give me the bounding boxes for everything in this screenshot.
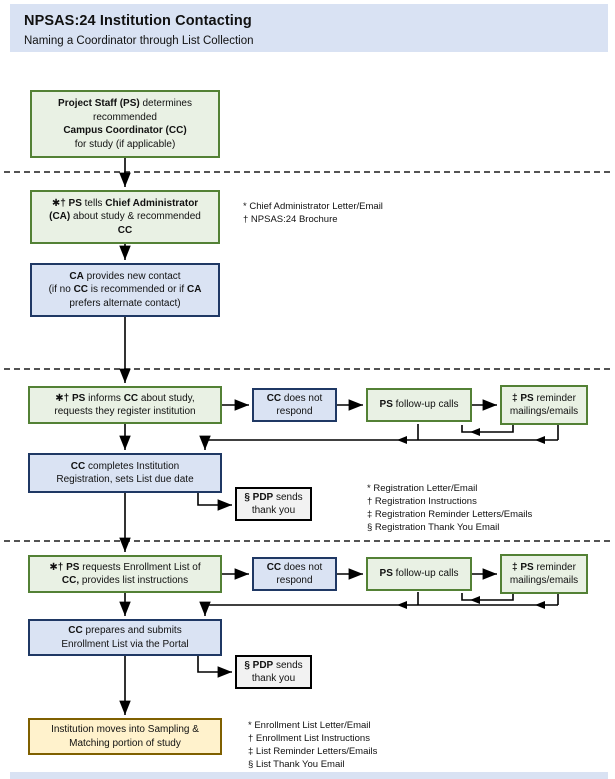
note-line: † Registration Instructions: [367, 496, 477, 507]
page-title: NPSAS:24 Institution Contacting: [24, 13, 252, 29]
phase-dividers: [4, 171, 611, 542]
footer-band: [10, 772, 608, 779]
note-line: * Chief Administrator Letter/Email: [243, 201, 383, 212]
note-line: † NPSAS:24 Brochure: [243, 214, 338, 225]
node-institution-sampling-matching: Institution moves into Sampling &Matchin…: [28, 718, 222, 755]
note-block-chief-admin: * Chief Administrator Letter/Email † NPS…: [243, 200, 383, 226]
note-line: ‡ Registration Reminder Letters/Emails: [367, 509, 533, 520]
node-ps-informs-cc-registration: ✱† PS informs CC about study,requests th…: [28, 386, 222, 424]
page-subtitle: Naming a Coordinator through List Collec…: [24, 35, 254, 47]
note-line: ‡ List Reminder Letters/Emails: [248, 746, 378, 757]
node-ps-tells-chief-administrator: ✱† PS tells Chief Administrator(CA) abou…: [30, 190, 220, 244]
node-ps-followup-calls-registration: PS follow-up calls: [366, 388, 472, 422]
feedback-arrowheads: [397, 428, 545, 609]
note-block-registration: * Registration Letter/Email † Registrati…: [367, 482, 532, 534]
node-ps-followup-calls-list: PS follow-up calls: [366, 557, 472, 591]
note-line: * Enrollment List Letter/Email: [248, 720, 371, 731]
note-line: § List Thank You Email: [248, 759, 345, 770]
note-block-enrollment: * Enrollment List Letter/Email † Enrollm…: [248, 719, 377, 771]
note-line: † Enrollment List Instructions: [248, 733, 370, 744]
node-ca-provides-new-contact: CA provides new contact(if no CC is reco…: [30, 263, 220, 317]
note-line: § Registration Thank You Email: [367, 522, 500, 533]
header-band: NPSAS:24 Institution Contacting Naming a…: [10, 4, 608, 52]
note-line: * Registration Letter/Email: [367, 483, 478, 494]
